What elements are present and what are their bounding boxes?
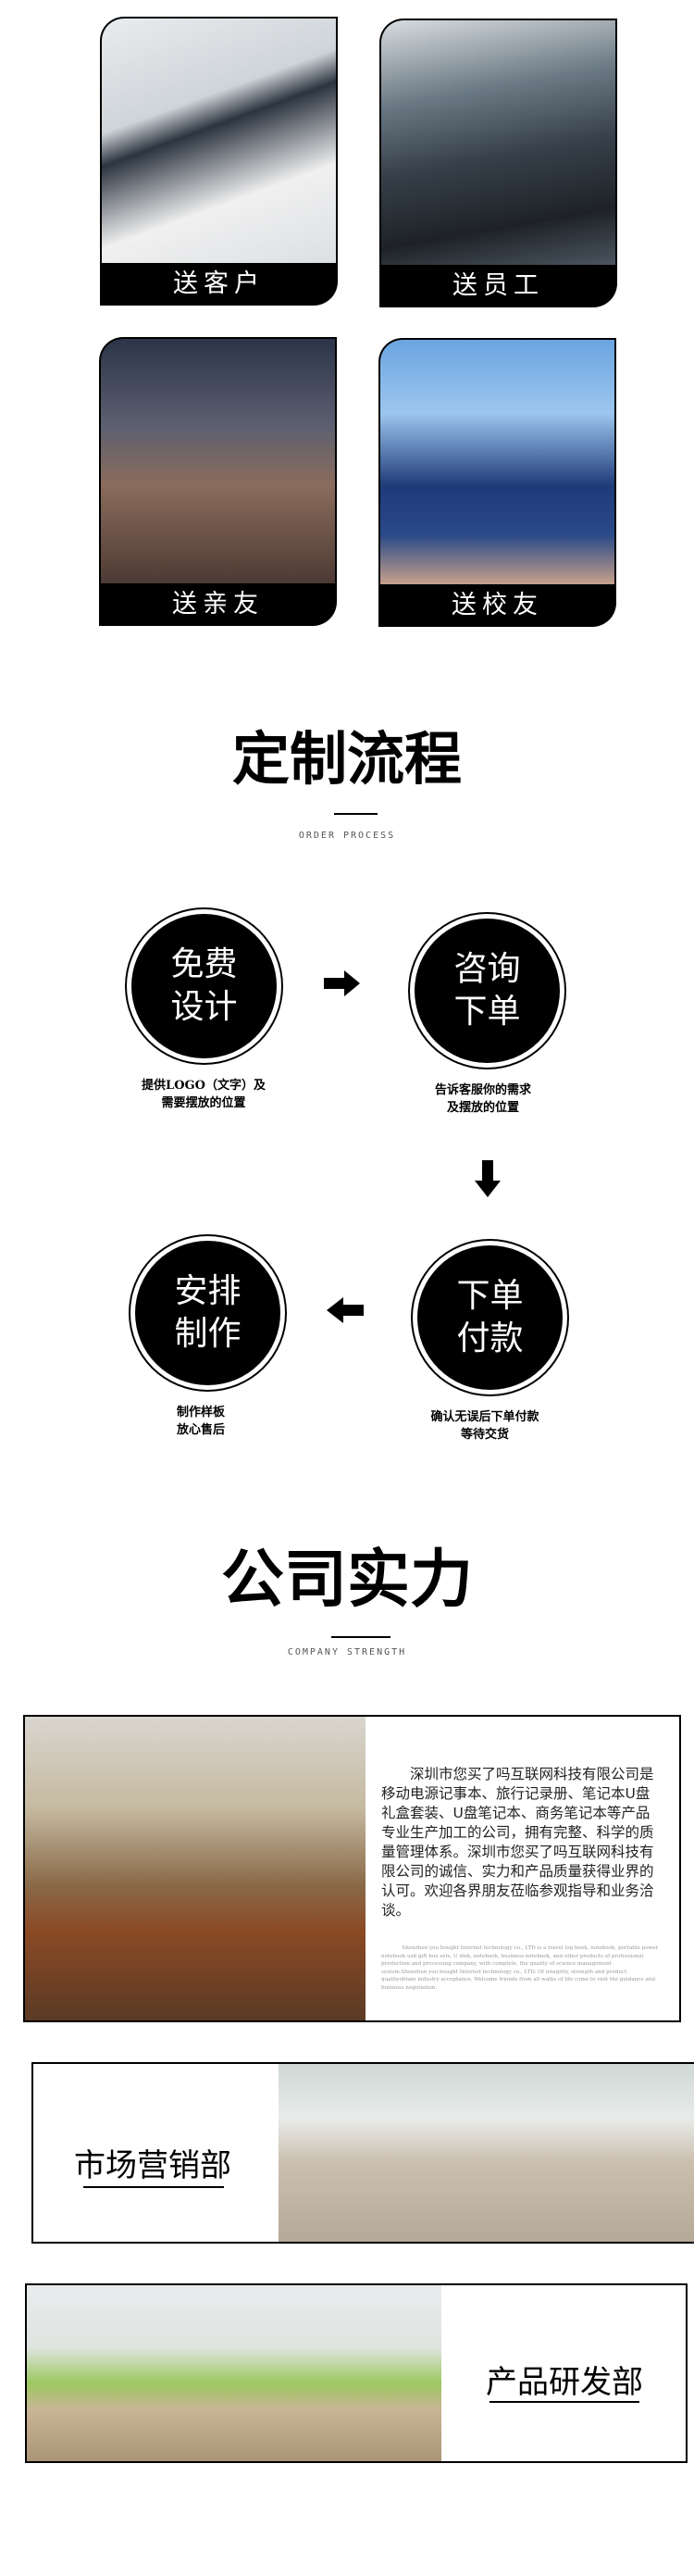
- step-caption: 告诉客服你的需求 及摆放的位置: [381, 1082, 585, 1117]
- step-text: 付款: [456, 1319, 524, 1357]
- marketing-dept-title: 市场营销部: [74, 2147, 231, 2184]
- caption-line: 等待交货: [460, 1428, 509, 1442]
- step-text: 安排: [174, 1272, 242, 1310]
- arrow-right-icon: [324, 970, 360, 996]
- step-text: 免费: [170, 945, 238, 983]
- step-text: 下单: [456, 1277, 524, 1315]
- step-text: 下单: [453, 993, 521, 1031]
- caption-line: 放心售后: [176, 1423, 225, 1437]
- step-production: 安排制作: [129, 1234, 287, 1392]
- arrow-down-icon: [475, 1160, 501, 1197]
- company-intro-en: Shenzhen you bought Internet technology …: [381, 1945, 659, 1991]
- strength-title: 公司实力: [220, 1543, 473, 1617]
- caption-line: 需要摆放的位置: [161, 1096, 246, 1110]
- caption-line: 确认无误后下单付款: [430, 1410, 539, 1424]
- caption-line: 提供LOGO（文字）及: [142, 1079, 266, 1093]
- caption-line: 及摆放的位置: [446, 1101, 519, 1115]
- strength-subtitle: COMPANY STRENGTH: [287, 1647, 407, 1657]
- office-meeting-room-photo: [25, 1717, 366, 2020]
- rnd-office-photo: [27, 2285, 441, 2461]
- gift-card-label: 送亲友: [172, 590, 264, 619]
- caption-line: 告诉客服你的需求: [434, 1083, 531, 1097]
- step-pay-order: 下单付款: [411, 1239, 569, 1396]
- gift-card-clients: 送客户: [100, 17, 338, 306]
- step-caption: 制作样板 放心售后: [99, 1404, 303, 1439]
- company-intro-box: 深圳市您买了吗互联网科技有限公司是移动电源记事本、旅行记录册、笔记本U盘礼盒套装…: [23, 1715, 681, 2022]
- process-subtitle: ORDER PROCESS: [298, 831, 396, 841]
- title-underline: [490, 2401, 639, 2403]
- gift-card-label: 送员工: [452, 271, 544, 300]
- gift-card-employees: 送员工: [379, 19, 617, 307]
- marketing-meeting-photo: [279, 2064, 694, 2242]
- gift-card-label: 送校友: [452, 591, 543, 619]
- business-meeting-photo: [102, 19, 336, 263]
- step-text: 制作: [174, 1315, 242, 1353]
- step-text: 设计: [170, 988, 238, 1026]
- friends-selfie-photo: [101, 339, 335, 583]
- step-free-design: 免费设计: [125, 907, 283, 1065]
- gift-card-friends: 送亲友: [99, 337, 337, 626]
- gift-card-label: 送客户: [173, 269, 265, 298]
- graduation-photo: [380, 340, 614, 584]
- team-meeting-photo: [381, 20, 615, 265]
- arrow-left-icon: [327, 1297, 364, 1323]
- step-text: 咨询: [453, 950, 521, 988]
- company-intro-cn: 深圳市您买了吗互联网科技有限公司是移动电源记事本、旅行记录册、笔记本U盘礼盒套装…: [381, 1766, 654, 1919]
- gift-card-alumni: 送校友: [378, 338, 616, 627]
- step-consult-order: 咨询下单: [408, 912, 566, 1069]
- title-divider: [334, 813, 378, 815]
- title-divider: [331, 1636, 390, 1638]
- rnd-dept-title: 产品研发部: [486, 2364, 643, 2401]
- step-caption: 确认无误后下单付款 等待交货: [383, 1408, 587, 1444]
- caption-line: 制作样板: [176, 1406, 225, 1419]
- title-underline: [83, 2186, 224, 2188]
- process-title: 定制流程: [231, 725, 462, 793]
- rnd-dept-box: 产品研发部: [25, 2283, 688, 2463]
- step-caption: 提供LOGO（文字）及 需要摆放的位置: [102, 1077, 305, 1112]
- marketing-dept-box: 市场营销部: [31, 2062, 694, 2244]
